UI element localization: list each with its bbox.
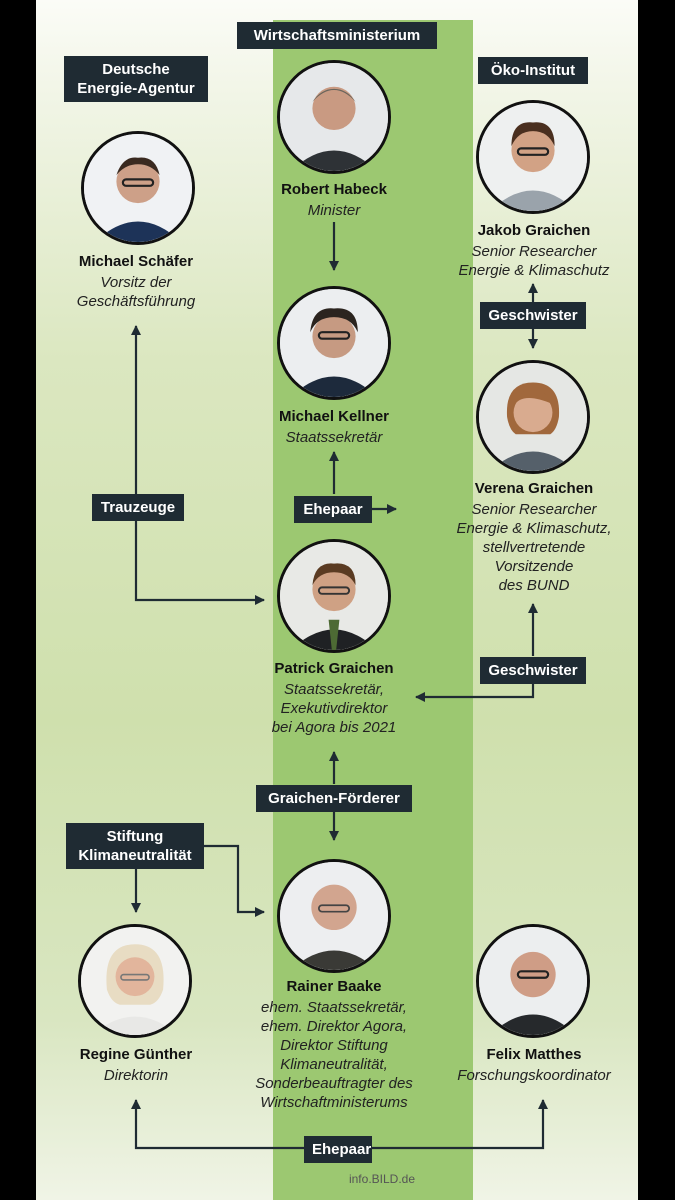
section-stiftung: Stiftung Klimaneutralität — [66, 823, 204, 869]
relation-trauzeuge: Trauzeuge — [92, 494, 184, 521]
role-schaefer: Vorsitz der Geschäftsführung — [76, 274, 196, 310]
portrait-patrick — [277, 539, 391, 653]
arrow-ehepaar-guenther — [131, 1099, 304, 1150]
arrow-ehepaar-matthes — [372, 1099, 548, 1150]
role-baake: ehem. Staatssekretär, ehem. Direktor Ago… — [255, 999, 413, 1111]
relation-geschwister-mid: Geschwister — [480, 657, 586, 684]
name-verena: Verena Graichen — [474, 480, 594, 497]
diagram-canvas: Wirtschaftsministerium Deutsche Energie-… — [36, 0, 638, 1200]
portrait-habeck — [277, 60, 391, 174]
role-matthes: Forschungskoordinator — [457, 1067, 611, 1084]
source-credit: info.BILD.de — [348, 1172, 416, 1186]
portrait-verena — [476, 360, 590, 474]
role-kellner: Staatssekretär — [285, 429, 383, 446]
name-baake: Rainer Baake — [286, 978, 382, 995]
portrait-kellner — [277, 286, 391, 400]
arrow-stiftung-baake — [204, 844, 265, 917]
section-ministry: Wirtschaftsministerium — [237, 22, 437, 49]
name-habeck: Robert Habeck — [281, 181, 387, 198]
portrait-baake — [277, 859, 391, 973]
name-kellner: Michael Kellner — [278, 408, 390, 425]
role-habeck: Minister — [307, 202, 361, 219]
name-jakob: Jakob Graichen — [477, 222, 591, 239]
section-dena: Deutsche Energie-Agentur — [64, 56, 208, 102]
portrait-jakob — [476, 100, 590, 214]
relation-foerderer: Graichen-Förderer — [256, 785, 412, 812]
portrait-schaefer — [81, 131, 195, 245]
relation-geschwister-top: Geschwister — [480, 302, 586, 329]
name-patrick: Patrick Graichen — [274, 660, 394, 677]
relation-ehepaar-mid: Ehepaar — [294, 496, 372, 523]
role-jakob: Senior Researcher Energie & Klimaschutz — [458, 243, 610, 279]
connector-lines — [131, 222, 548, 1150]
portrait-guenther — [78, 924, 192, 1038]
section-oeko: Öko-Institut — [478, 57, 588, 84]
portrait-matthes — [476, 924, 590, 1038]
name-matthes: Felix Matthes — [486, 1046, 582, 1063]
role-guenther: Direktorin — [103, 1067, 169, 1084]
role-verena: Senior Researcher Energie & Klimaschutz,… — [456, 501, 612, 594]
arrow-geschwister-patrick — [415, 680, 535, 702]
name-guenther: Regine Günther — [79, 1046, 193, 1063]
relation-ehepaar-bottom: Ehepaar — [304, 1136, 372, 1163]
role-patrick: Staatssekretär, Exekutivdirektor bei Ago… — [271, 681, 397, 736]
arrow-trauzeuge-patrick — [134, 518, 265, 605]
name-schaefer: Michael Schäfer — [78, 253, 194, 270]
